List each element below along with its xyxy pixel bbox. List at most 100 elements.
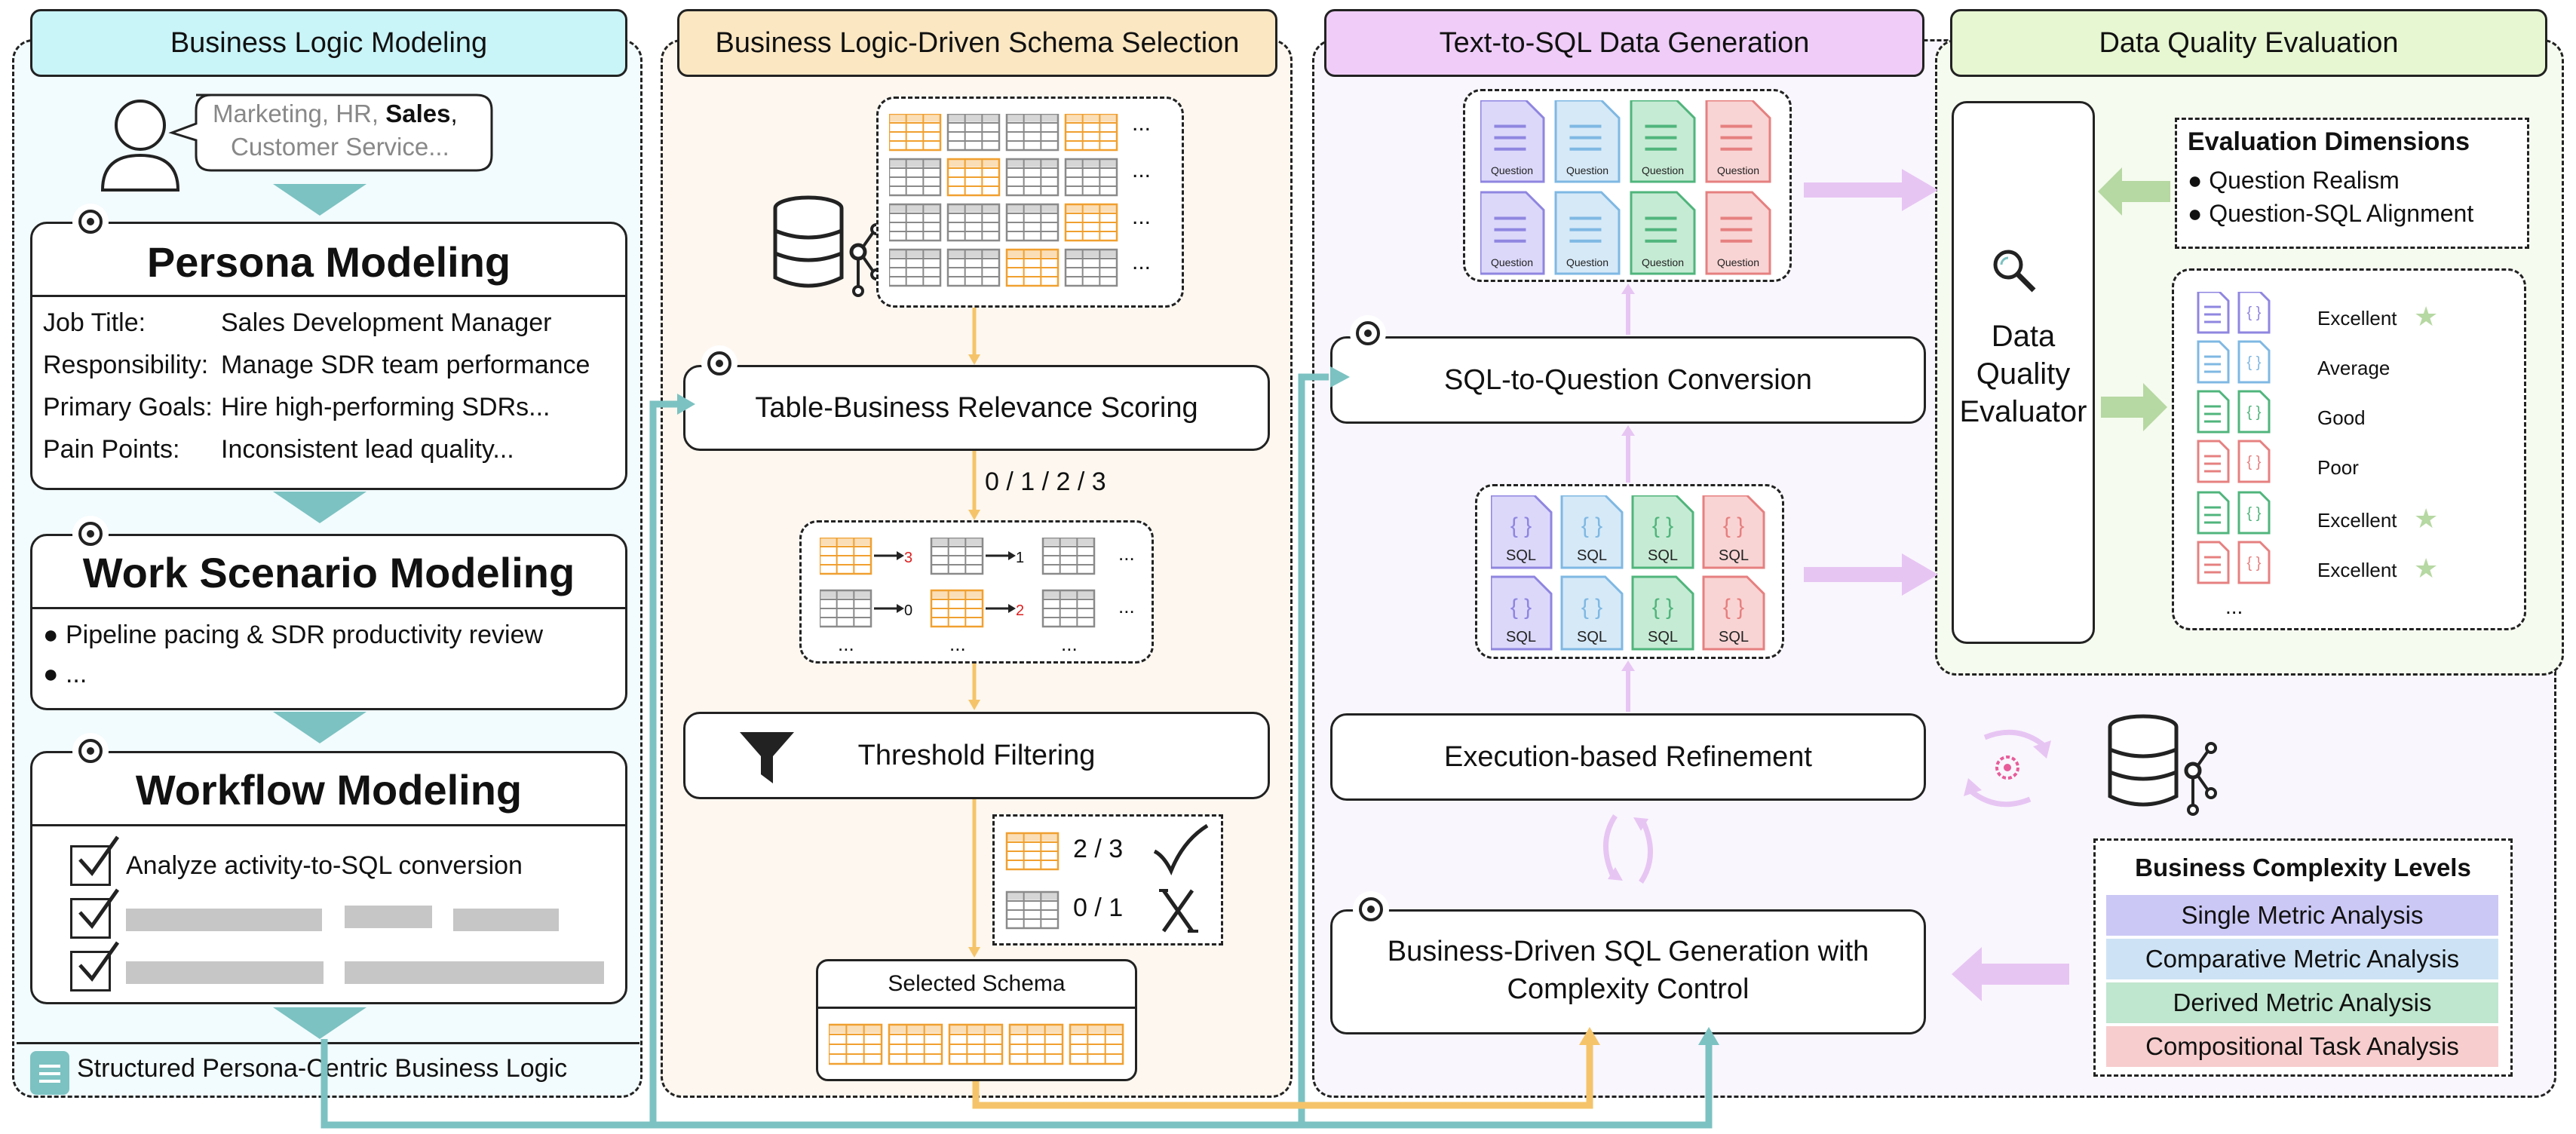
flow-arrow-purple bbox=[1804, 169, 1938, 211]
svg-text:{ }: { } bbox=[2247, 404, 2262, 421]
star-icon: ★ bbox=[2414, 503, 2439, 534]
checkbox-checked bbox=[70, 835, 120, 886]
question-doc-icon: Question bbox=[1630, 191, 1696, 275]
sql-tag: SQL bbox=[1577, 629, 1607, 645]
rating-label: Average bbox=[2317, 357, 2390, 379]
persona-key-0: Job Title: bbox=[43, 308, 146, 337]
header-text-to-sql: Text-to-SQL Data Generation bbox=[1324, 9, 1924, 77]
sql-doc-icon: { }SQL bbox=[1702, 575, 1765, 651]
user-icon bbox=[100, 100, 180, 192]
sql-docs-group: { }SQL{ }SQL{ }SQL{ }SQL{ }SQL{ }SQL{ }S… bbox=[1475, 484, 1784, 659]
table-icon-kept bbox=[1005, 832, 1060, 871]
score-value: 3 bbox=[904, 550, 913, 566]
star-icon: ★ bbox=[2414, 301, 2439, 332]
scored-ellipsis: ... bbox=[838, 633, 854, 655]
scenario-bullet-1: ● ... bbox=[43, 660, 87, 688]
question-tag: Question bbox=[1491, 164, 1533, 176]
rating-label: Good bbox=[2317, 406, 2366, 429]
placeholder-bar bbox=[345, 906, 432, 928]
question-tag: Question bbox=[1717, 164, 1759, 176]
persona-modeling-card: Persona Modeling Job Title: Sales Develo… bbox=[30, 222, 627, 490]
question-tag: Question bbox=[1566, 256, 1608, 268]
dimension-item-0: ● Question Realism bbox=[2188, 167, 2400, 194]
grid-ellipsis: ... bbox=[1132, 204, 1152, 229]
table-icon bbox=[1005, 890, 1060, 930]
sql-tag: SQL bbox=[1577, 547, 1607, 564]
table-icon bbox=[1008, 1023, 1064, 1065]
complexity-levels-box: Business Complexity Levels Single Metric… bbox=[2093, 838, 2513, 1077]
rating-pair-icons: { }{ }{ }{ }{ }{ } bbox=[2197, 292, 2271, 584]
magnifier-icon bbox=[1993, 250, 2036, 293]
header-data-quality: Data Quality Evaluation bbox=[1950, 9, 2547, 77]
persona-modeling-title: Persona Modeling bbox=[146, 238, 511, 286]
domain-list-line2: Customer Service... bbox=[231, 133, 449, 161]
domain-comma: , bbox=[450, 100, 458, 127]
checkbox-checked bbox=[70, 941, 120, 991]
workflow-step-0: Analyze activity-to-SQL conversion bbox=[126, 851, 523, 880]
score-arrow bbox=[986, 551, 1016, 560]
svg-text:{ }: { } bbox=[1723, 513, 1744, 538]
rating-pair-icon: { } bbox=[2197, 390, 2271, 434]
question-doc-icon: Question bbox=[1554, 100, 1621, 183]
svg-text:{ }: { } bbox=[2247, 354, 2262, 371]
grid-ellipsis: ... bbox=[1132, 158, 1152, 182]
grid-ellipsis: ... bbox=[1132, 111, 1152, 136]
question-doc-icon: Question bbox=[1480, 191, 1545, 275]
table-icon bbox=[820, 589, 872, 628]
complexity-title: Business Complexity Levels bbox=[2135, 854, 2471, 881]
placeholder-bar bbox=[453, 909, 559, 931]
flow-arrow-purple bbox=[1952, 947, 2069, 1001]
persona-value-3: Inconsistent lead quality... bbox=[221, 435, 514, 464]
sql-tag: SQL bbox=[1506, 629, 1536, 645]
dimension-text-1: Question-SQL Alignment bbox=[2209, 200, 2474, 227]
table-icon bbox=[1005, 832, 1060, 871]
svg-text:{ }: { } bbox=[2247, 454, 2262, 470]
sql-doc-icon: { }SQL bbox=[1560, 495, 1624, 569]
ratings-more: ... bbox=[2225, 595, 2243, 618]
score-value: 2 bbox=[1016, 602, 1025, 619]
sql-tag: SQL bbox=[1719, 547, 1749, 564]
grid-ellipsis: ... bbox=[1132, 250, 1152, 274]
flow-arrow-purple bbox=[1621, 425, 1635, 483]
flow-arrow-4 bbox=[273, 1007, 366, 1039]
svg-text:{ }: { } bbox=[1723, 595, 1744, 620]
evaluation-dimensions-box: Evaluation Dimensions ● Question Realism… bbox=[2175, 118, 2529, 249]
star-icon: ★ bbox=[2414, 553, 2439, 584]
table-icon bbox=[930, 538, 984, 575]
sql-doc-icon: { }SQL bbox=[1491, 575, 1553, 651]
persona-divider bbox=[32, 295, 625, 297]
table-icon bbox=[888, 1023, 943, 1065]
scenario-item-1: ... bbox=[65, 660, 87, 688]
rating-label: Excellent bbox=[2317, 559, 2397, 581]
svg-text:{ }: { } bbox=[2247, 305, 2262, 321]
work-scenario-title: Work Scenario Modeling bbox=[82, 548, 575, 596]
threshold-filtering-box: Threshold Filtering bbox=[683, 712, 1270, 799]
rating-pair-icon: { } bbox=[2197, 292, 2271, 334]
flow-arrow-orange bbox=[968, 799, 980, 958]
workflow-modeling-card: Workflow Modeling Analyze activity-to-SQ… bbox=[30, 751, 627, 1004]
scored-ellipsis: ... bbox=[1118, 595, 1135, 618]
dimension-item-1: ● Question-SQL Alignment bbox=[2188, 200, 2474, 227]
complexity-level-2: Derived Metric Analysis bbox=[2106, 982, 2498, 1023]
header-schema-selection: Business Logic-Driven Schema Selection bbox=[677, 9, 1277, 77]
check-icon bbox=[78, 835, 120, 877]
dimension-text-0: Question Realism bbox=[2209, 167, 2400, 194]
feedback-cycle-icon bbox=[1964, 729, 2051, 808]
llm-icon bbox=[72, 204, 109, 240]
scored-ellipsis: ... bbox=[1061, 633, 1078, 655]
table-icon bbox=[946, 158, 1001, 197]
score-arrow bbox=[874, 551, 904, 560]
document-icon bbox=[30, 1051, 69, 1095]
scenario-divider bbox=[32, 607, 625, 609]
placeholder-bar bbox=[126, 961, 324, 984]
sql-doc-icon: { }SQL bbox=[1631, 575, 1694, 651]
persona-key-1: Responsibility: bbox=[43, 351, 209, 379]
score-value: 0 bbox=[904, 602, 913, 619]
llm-icon bbox=[72, 733, 109, 769]
scenario-bullet-0: ● Pipeline pacing & SDR productivity rev… bbox=[43, 621, 544, 649]
flow-arrow-orange bbox=[968, 308, 980, 365]
scored-tables: 3 1 0 2 ... ... ... ... ... bbox=[799, 520, 1154, 664]
evaluator-box: Data Quality Evaluator bbox=[1952, 101, 2095, 644]
refresh-icon bbox=[1603, 814, 1653, 884]
